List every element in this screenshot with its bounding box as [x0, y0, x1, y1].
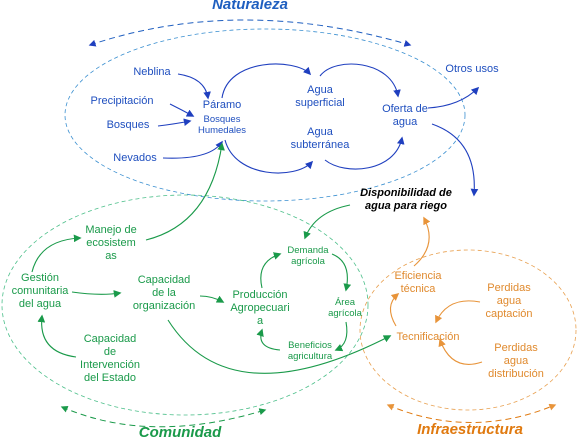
arrow-oferta-otrosusos — [427, 86, 480, 109]
arrow-neblina-paramo — [177, 73, 211, 100]
infraestructura-title: Infraestructura — [417, 421, 523, 438]
node-area-agricola: Área agrícola — [328, 297, 362, 319]
arrow-subterranea-oferta — [324, 136, 405, 170]
naturaleza-title-arc — [88, 19, 412, 47]
arrow-tecnificacion-eficiencia — [389, 292, 400, 327]
arrow-eficiencia-disponibilidad — [413, 216, 431, 267]
comunidad-title: Comunidad — [138, 424, 222, 441]
arrow-bosques-paramo — [157, 118, 192, 127]
node-produccion-agropecuaria: Producción Agropecuari a — [230, 289, 290, 327]
node-neblina: Neblina — [133, 66, 171, 78]
infraestructura-title-arc — [386, 403, 557, 423]
node-eficiencia-tecnica: Eficiencia técnica — [394, 270, 442, 295]
arrow-manejo-paramo — [145, 142, 225, 241]
arrow-gestion-manejo — [31, 234, 82, 273]
node-beneficios-agricultura: Beneficios agricultura — [287, 340, 333, 362]
comunidad-boundary — [1, 194, 369, 416]
node-bosques: Bosques — [106, 119, 150, 131]
node-capacidad-intervencion: Capacidad de Intervención del Estado — [80, 333, 140, 384]
node-demanda-agricola: Demanda agrícola — [287, 245, 329, 267]
arrow-gestion-organizacion — [71, 290, 122, 298]
node-nevados: Nevados — [113, 152, 157, 164]
node-precipitacion: Precipitación — [90, 95, 154, 107]
node-manejo-ecosistemas: Manejo de ecosistem as — [85, 224, 137, 262]
arrow-intervencion-gestion — [37, 314, 77, 358]
arrow-oferta-disponibilidad — [431, 123, 479, 197]
node-bosques-humedales: Bosques Humedales — [197, 114, 247, 136]
node-tecnificacion: Tecnificación — [396, 331, 460, 343]
node-paramo: Páramo — [202, 99, 242, 111]
arrow-captacion-tecnificacion — [435, 300, 481, 324]
arrow-precipitacion-paramo — [169, 103, 195, 117]
arrow-paramo-subterranea — [224, 139, 314, 174]
naturaleza-title: Naturaleza — [212, 0, 288, 13]
arrow-area-beneficios — [334, 321, 348, 352]
node-oferta-agua: Oferta de agua — [382, 103, 428, 128]
arrow-organizacion-tecnificacion — [167, 319, 392, 374]
node-gestion-comunitaria: Gestión comunitaria del agua — [11, 272, 69, 310]
arrow-paramo-superficial — [221, 63, 312, 99]
node-otros-usos: Otros usos — [445, 63, 499, 75]
arrow-beneficios-produccion — [256, 328, 281, 351]
node-perdidas-distribucion: Perdidas agua distribución — [488, 342, 544, 380]
node-perdidas-captacion: Perdidas agua captación — [485, 282, 533, 320]
arrow-disponibilidad-demanda — [303, 204, 351, 240]
naturaleza-boundary — [64, 28, 466, 202]
arrow-superficial-oferta — [319, 63, 401, 98]
node-agua-superficial: Agua superficial — [295, 84, 345, 109]
arrow-demanda-area — [331, 253, 352, 292]
node-disponibilidad-agua-riego: Disponibilidad de agua para riego — [360, 187, 452, 212]
comunidad-title-arc — [60, 406, 267, 428]
arrow-nevados-paramo — [162, 140, 223, 159]
node-agua-subterranea: Agua subterránea — [290, 126, 350, 151]
node-capacidad-organizacion: Capacidad de la organización — [132, 274, 196, 312]
arrow-produccion-demanda — [260, 252, 282, 289]
arrow-distribucion-tecnificacion — [438, 338, 483, 365]
arrow-organizacion-produccion — [199, 295, 225, 303]
